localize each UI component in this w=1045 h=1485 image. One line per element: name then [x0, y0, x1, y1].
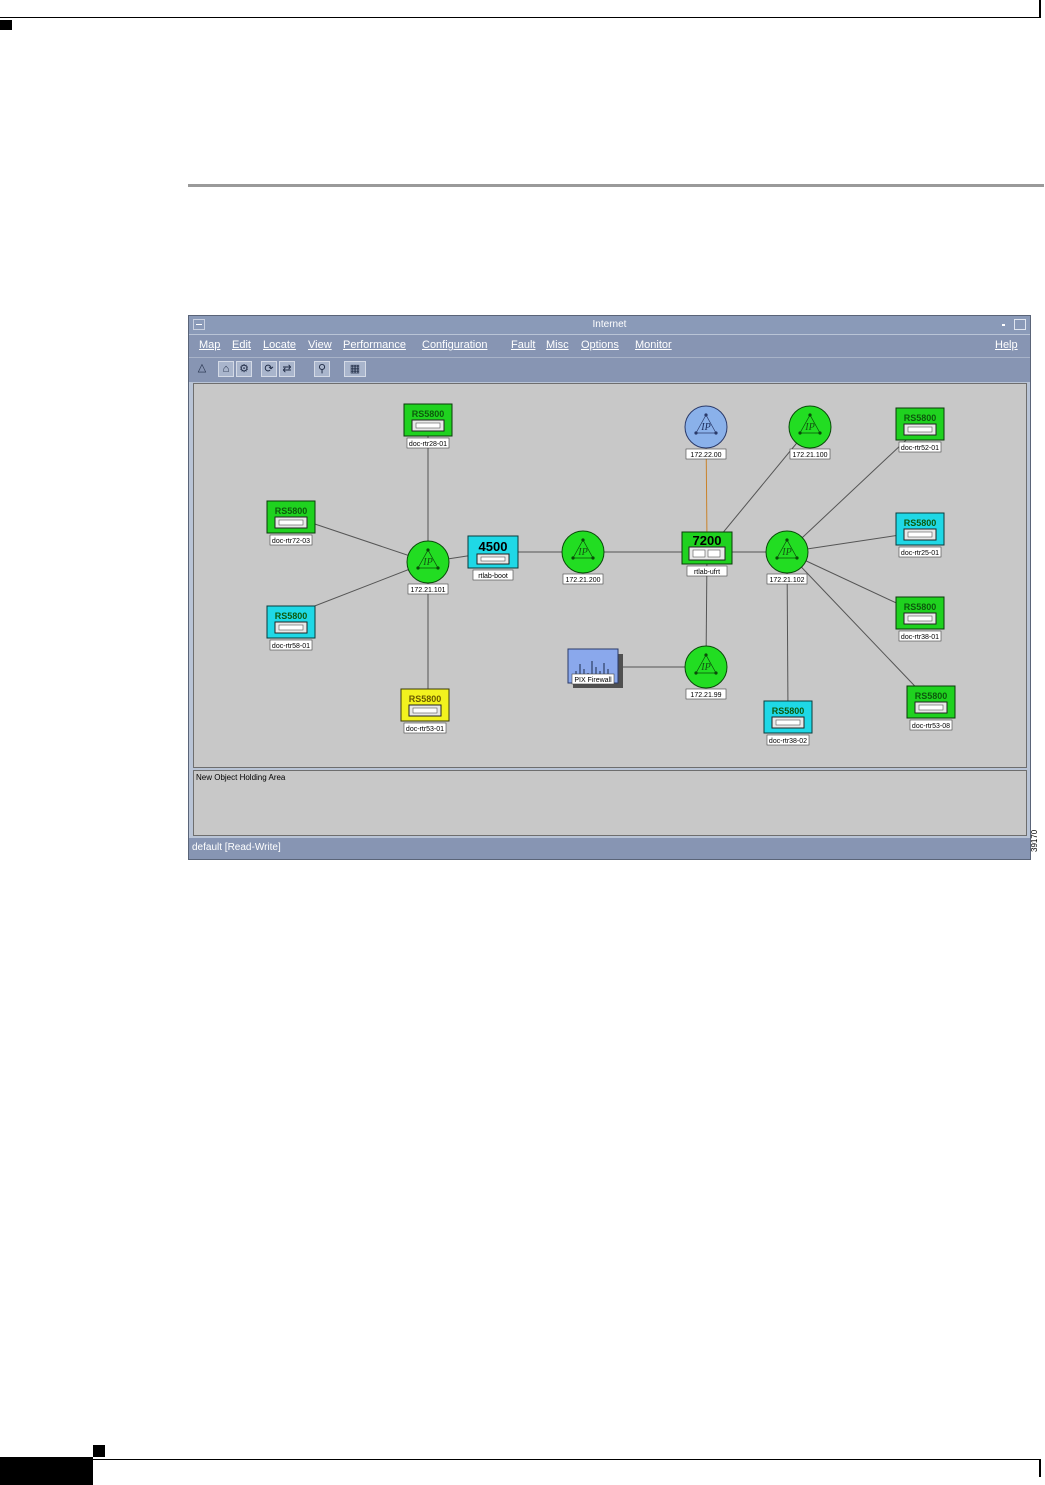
holding-area-label: New Object Holding Area — [196, 773, 286, 782]
menu-misc[interactable]: Misc — [546, 339, 569, 351]
status-bar: default [Read-Write] — [189, 838, 1030, 859]
link-rtr58-ip1 — [293, 561, 429, 615]
figure-id: 39170 — [1030, 829, 1039, 852]
svg-text:172.21.100: 172.21.100 — [792, 452, 827, 459]
svg-text:IP: IP — [700, 662, 710, 673]
svg-text:rtlab-ufrt: rtlab-ufrt — [694, 569, 720, 576]
svg-text:172.22.00: 172.22.00 — [690, 452, 721, 459]
svg-text:doc-rtr58-01: doc-rtr58-01 — [272, 643, 310, 650]
zoom-icon[interactable]: ⚲ — [314, 361, 330, 377]
map-icon[interactable]: ▦ — [344, 361, 366, 377]
menu-monitor[interactable]: Monitor — [635, 339, 672, 351]
router-rtr53-01[interactable]: RS5800 doc-rtr53-01 — [400, 688, 450, 734]
svg-text:rtlab-boot: rtlab-boot — [478, 573, 508, 580]
page-bottom-rule — [93, 1459, 1041, 1460]
map-canvas[interactable]: RS5800 doc-rtr28-01 RS5800 doc-rtr72-03 … — [193, 383, 1027, 768]
svg-text:doc-rtr53-01: doc-rtr53-01 — [406, 726, 444, 733]
router-rtr53-08[interactable]: RS5800 doc-rtr53-08 — [906, 685, 956, 731]
window-title: Internet — [592, 319, 627, 330]
ip-node-172-21-100[interactable]: IP 172.21.100 — [788, 405, 832, 460]
svg-text:172.21.99: 172.21.99 — [690, 692, 721, 699]
internet-map-window: Internet Map Edit Locate View Performanc… — [188, 315, 1031, 860]
svg-text:IP: IP — [422, 557, 432, 568]
svg-text:RS5800: RS5800 — [275, 611, 308, 621]
toolbar: △ ⌂ ⚙ ⟳ ⇄ ⚲ ▦ — [189, 357, 1030, 382]
svg-text:7200: 7200 — [693, 533, 722, 548]
maximize-button[interactable] — [1014, 319, 1026, 330]
link-7200-ip6 — [706, 426, 811, 553]
svg-text:172.21.102: 172.21.102 — [769, 577, 804, 584]
svg-text:doc-rtr53-08: doc-rtr53-08 — [912, 723, 950, 730]
svg-text:RS5800: RS5800 — [915, 691, 948, 701]
menu-performance[interactable]: Performance — [343, 339, 406, 351]
svg-text:RS5800: RS5800 — [904, 602, 937, 612]
link-ip3-rtr53-08 — [786, 551, 931, 703]
network-map: RS5800 doc-rtr28-01 RS5800 doc-rtr72-03 … — [266, 403, 956, 746]
menu-bar: Map Edit Locate View Performance Configu… — [189, 335, 1030, 357]
svg-text:172.21.200: 172.21.200 — [565, 577, 600, 584]
minimize-button[interactable] — [998, 319, 1010, 330]
section-rule — [188, 184, 1044, 187]
menu-options[interactable]: Options — [581, 339, 619, 351]
window-menu-button[interactable] — [193, 319, 205, 330]
new-object-holding-area[interactable]: New Object Holding Area — [193, 770, 1027, 836]
ip-node-172-21-102[interactable]: IP 172.21.102 — [765, 530, 809, 585]
status-text: default [Read-Write] — [192, 842, 281, 853]
router-rtr72-03[interactable]: RS5800 doc-rtr72-03 — [266, 500, 316, 546]
svg-text:IP: IP — [804, 422, 814, 433]
svg-text:doc-rtr28-01: doc-rtr28-01 — [409, 441, 447, 448]
router-rtr28-01[interactable]: RS5800 doc-rtr28-01 — [403, 403, 453, 449]
router-rtr38-01[interactable]: RS5800 doc-rtr38-01 — [895, 596, 945, 642]
page-corner-marker — [0, 20, 12, 30]
svg-text:172.21.101: 172.21.101 — [410, 587, 445, 594]
svg-text:RS5800: RS5800 — [275, 506, 308, 516]
ip-node-172-21-200[interactable]: IP 172.21.200 — [561, 530, 605, 585]
title-bar: Internet — [189, 316, 1030, 334]
home-icon[interactable]: ⌂ — [218, 361, 234, 377]
svg-text:doc-rtr38-02: doc-rtr38-02 — [769, 738, 807, 745]
menu-view[interactable]: View — [308, 339, 332, 351]
menu-map[interactable]: Map — [199, 339, 221, 351]
page-bottom-marker — [93, 1445, 105, 1457]
ip-node-172-21-99[interactable]: IP 172.21.99 — [684, 645, 728, 700]
menu-configuration[interactable]: Configuration — [422, 339, 488, 351]
refresh-icon[interactable]: ⟳ — [261, 361, 277, 377]
svg-text:4500: 4500 — [479, 539, 508, 554]
router-7200[interactable]: 7200 rtlab-ufrt — [681, 531, 733, 577]
page-top-rule — [0, 17, 1040, 18]
triangle-icon[interactable]: △ — [197, 362, 207, 374]
router-rtr25-01[interactable]: RS5800 doc-rtr25-01 — [895, 512, 945, 558]
menu-locate[interactable]: Locate — [263, 339, 297, 351]
network-icon[interactable]: ⚙ — [236, 361, 252, 377]
menu-help[interactable]: Help — [995, 339, 1018, 351]
ip-node-172-22-00[interactable]: IP 172.22.00 — [684, 405, 728, 460]
svg-text:IP: IP — [700, 422, 710, 433]
svg-text:RS5800: RS5800 — [904, 413, 937, 423]
svg-text:IP: IP — [781, 547, 791, 558]
svg-text:doc-rtr25-01: doc-rtr25-01 — [901, 550, 939, 557]
svg-text:RS5800: RS5800 — [772, 706, 805, 716]
pix-firewall[interactable]: PIX Firewall — [567, 648, 623, 688]
ip-node-172-21-101[interactable]: IP 172.21.101 — [406, 540, 450, 595]
menu-fault[interactable]: Fault — [511, 339, 536, 351]
svg-text:RS5800: RS5800 — [412, 409, 445, 419]
svg-text:RS5800: RS5800 — [409, 694, 442, 704]
arrows-icon[interactable]: ⇄ — [279, 361, 295, 377]
svg-text:doc-rtr72-03: doc-rtr72-03 — [272, 538, 310, 545]
link-ip3-rtr52 — [786, 426, 921, 553]
svg-text:IP: IP — [577, 547, 587, 558]
page-bottom-tick — [1039, 1459, 1041, 1477]
svg-text:RS5800: RS5800 — [904, 518, 937, 528]
svg-text:doc-rtr38-01: doc-rtr38-01 — [901, 634, 939, 641]
link-rtr72-ip1 — [293, 516, 429, 563]
router-rtr38-02[interactable]: RS5800 doc-rtr38-02 — [763, 700, 813, 746]
svg-text:doc-rtr52-01: doc-rtr52-01 — [901, 445, 939, 452]
svg-text:PIX Firewall: PIX Firewall — [574, 677, 612, 684]
router-4500[interactable]: 4500 rtlab-boot — [467, 535, 519, 581]
page-bottom-bar — [0, 1457, 93, 1485]
router-rtr58-01[interactable]: RS5800 doc-rtr58-01 — [266, 605, 316, 651]
router-rtr52-01[interactable]: RS5800 doc-rtr52-01 — [895, 407, 945, 453]
page-top-tick — [1039, 0, 1041, 18]
menu-edit[interactable]: Edit — [232, 339, 251, 351]
